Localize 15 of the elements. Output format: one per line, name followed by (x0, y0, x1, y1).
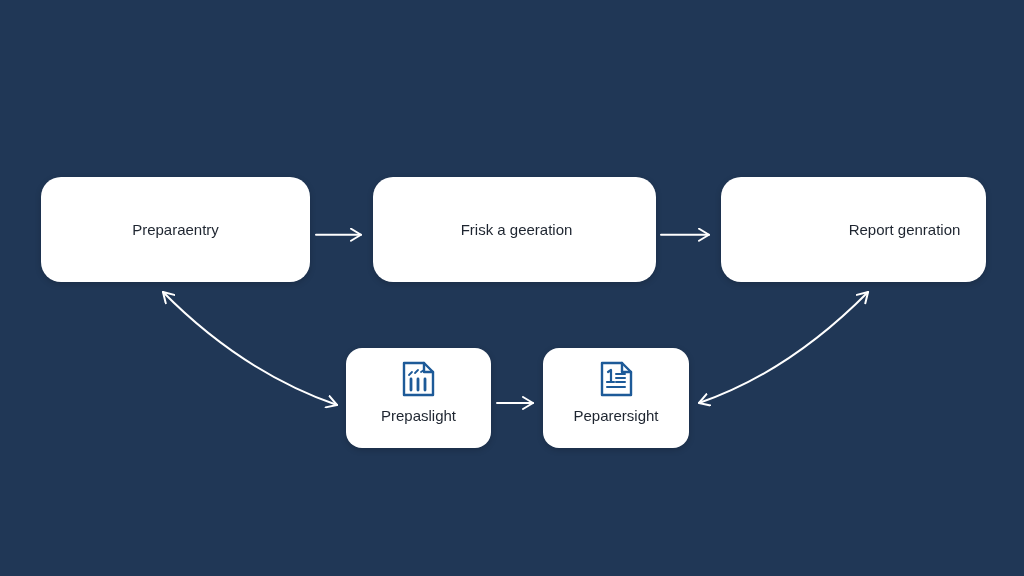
arrow (315, 227, 362, 242)
process-box (41, 177, 310, 282)
node-label: Report genration (848, 220, 961, 239)
process-box (346, 348, 491, 448)
arrow (496, 396, 534, 410)
node-label: Preparaentry (132, 220, 219, 239)
node-label: Frisk a geeration (460, 220, 573, 239)
process-box (543, 348, 689, 448)
arrow (660, 227, 710, 242)
double-arrow (698, 291, 870, 407)
process-box (721, 177, 986, 282)
double-arrow (162, 291, 338, 409)
node-label: Prepaslight (380, 407, 456, 425)
node-label: Peparersight (573, 407, 659, 425)
process-box (373, 177, 656, 282)
